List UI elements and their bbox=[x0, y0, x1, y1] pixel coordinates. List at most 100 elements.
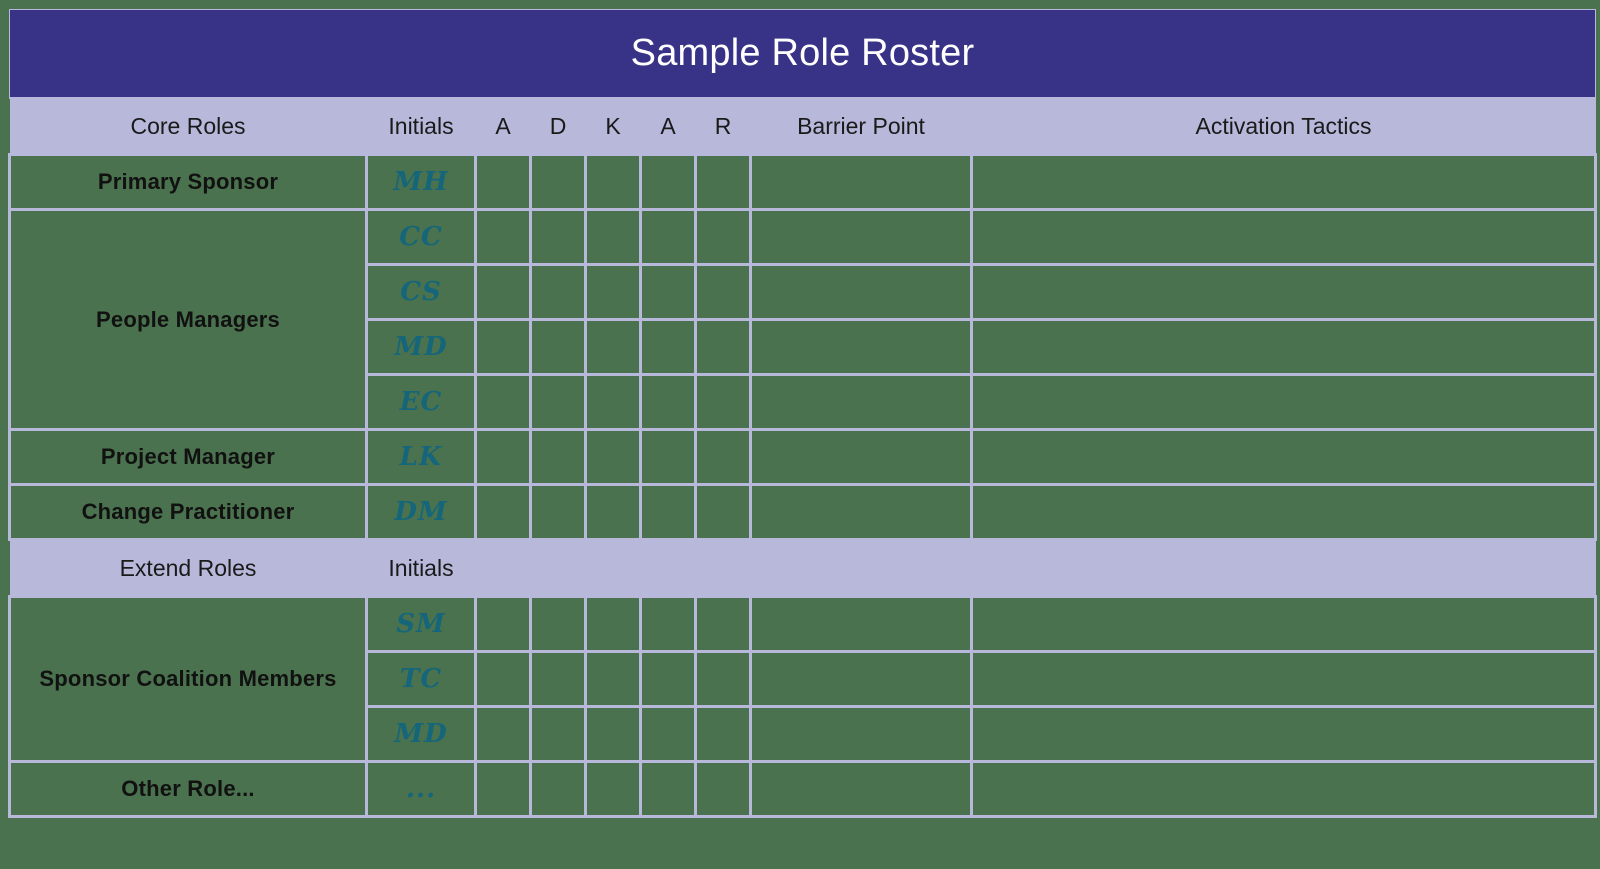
role-label-change-practitioner: Change Practitioner bbox=[8, 483, 368, 541]
activation-tactics-cell[interactable] bbox=[970, 373, 1597, 431]
adkar-a2-cell[interactable] bbox=[639, 705, 697, 763]
adkar-d-cell[interactable] bbox=[529, 153, 587, 211]
adkar-r-cell[interactable] bbox=[694, 153, 752, 211]
adkar-d-cell[interactable] bbox=[529, 373, 587, 431]
activation-tactics-cell[interactable] bbox=[970, 428, 1597, 486]
adkar-k-cell[interactable] bbox=[584, 373, 642, 431]
barrier-point-cell[interactable] bbox=[749, 428, 973, 486]
adkar-d-cell[interactable] bbox=[529, 650, 587, 708]
activation-tactics-cell[interactable] bbox=[970, 760, 1597, 818]
adkar-a2-cell[interactable] bbox=[639, 373, 697, 431]
table-row: Primary Sponsor MH bbox=[8, 153, 1597, 211]
adkar-k-cell[interactable] bbox=[584, 153, 642, 211]
activation-tactics-cell[interactable] bbox=[970, 595, 1597, 653]
adkar-r-cell[interactable] bbox=[694, 373, 752, 431]
activation-tactics-cell[interactable] bbox=[970, 153, 1597, 211]
adkar-r-cell[interactable] bbox=[694, 318, 752, 376]
barrier-point-cell[interactable] bbox=[749, 153, 973, 211]
adkar-k-cell[interactable] bbox=[584, 650, 642, 708]
adkar-r-cell[interactable] bbox=[694, 208, 752, 266]
initials-cell[interactable]: TC bbox=[365, 650, 477, 708]
adkar-a2-cell[interactable] bbox=[639, 483, 697, 541]
adkar-a2-cell[interactable] bbox=[639, 595, 697, 653]
initials-cell[interactable]: MD bbox=[365, 318, 477, 376]
barrier-point-cell[interactable] bbox=[749, 650, 973, 708]
header-barrier-point: Barrier Point bbox=[750, 98, 972, 155]
header-activation-tactics: Activation Tactics bbox=[971, 98, 1596, 155]
adkar-a2-cell[interactable] bbox=[639, 263, 697, 321]
adkar-d-cell[interactable] bbox=[529, 483, 587, 541]
adkar-r-cell[interactable] bbox=[694, 650, 752, 708]
adkar-k-cell[interactable] bbox=[584, 483, 642, 541]
barrier-point-cell[interactable] bbox=[749, 318, 973, 376]
adkar-a-cell[interactable] bbox=[474, 760, 532, 818]
initials-cell[interactable]: CS bbox=[365, 263, 477, 321]
adkar-d-cell[interactable] bbox=[529, 263, 587, 321]
initials-cell[interactable]: MH bbox=[365, 153, 477, 211]
adkar-a2-cell[interactable] bbox=[639, 428, 697, 486]
adkar-a-cell[interactable] bbox=[474, 263, 532, 321]
adkar-k-cell[interactable] bbox=[584, 760, 642, 818]
adkar-d-cell[interactable] bbox=[529, 595, 587, 653]
adkar-a-cell[interactable] bbox=[474, 153, 532, 211]
adkar-a2-cell[interactable] bbox=[639, 760, 697, 818]
extend-initials-label: Initials bbox=[366, 539, 476, 597]
activation-tactics-cell[interactable] bbox=[970, 208, 1597, 266]
adkar-a2-cell[interactable] bbox=[639, 318, 697, 376]
adkar-k-cell[interactable] bbox=[584, 595, 642, 653]
adkar-r-cell[interactable] bbox=[694, 263, 752, 321]
initials-cell[interactable]: EC bbox=[365, 373, 477, 431]
adkar-a-cell[interactable] bbox=[474, 705, 532, 763]
adkar-r-cell[interactable] bbox=[694, 428, 752, 486]
initials-cell[interactable]: SM bbox=[365, 595, 477, 653]
barrier-point-cell[interactable] bbox=[749, 595, 973, 653]
adkar-d-cell[interactable] bbox=[529, 705, 587, 763]
table-row: MD bbox=[10, 318, 1597, 376]
adkar-a2-cell[interactable] bbox=[639, 208, 697, 266]
initials-cell[interactable]: ... bbox=[365, 760, 477, 818]
adkar-a2-cell[interactable] bbox=[639, 650, 697, 708]
adkar-r-cell[interactable] bbox=[694, 483, 752, 541]
initials-cell[interactable]: CC bbox=[365, 208, 477, 266]
adkar-k-cell[interactable] bbox=[584, 318, 642, 376]
adkar-k-cell[interactable] bbox=[584, 208, 642, 266]
adkar-r-cell[interactable] bbox=[694, 760, 752, 818]
initials-cell[interactable]: MD bbox=[365, 705, 477, 763]
adkar-a-cell[interactable] bbox=[474, 650, 532, 708]
activation-tactics-cell[interactable] bbox=[970, 705, 1597, 763]
barrier-point-cell[interactable] bbox=[749, 705, 973, 763]
activation-tactics-cell[interactable] bbox=[970, 263, 1597, 321]
adkar-d-cell[interactable] bbox=[529, 318, 587, 376]
initials-cell[interactable]: LK bbox=[365, 428, 477, 486]
table-row: MD bbox=[10, 705, 1597, 763]
adkar-a2-cell[interactable] bbox=[639, 153, 697, 211]
activation-tactics-cell[interactable] bbox=[970, 483, 1597, 541]
barrier-point-cell[interactable] bbox=[749, 263, 973, 321]
adkar-d-cell[interactable] bbox=[529, 208, 587, 266]
adkar-k-cell[interactable] bbox=[584, 263, 642, 321]
adkar-a-cell[interactable] bbox=[474, 373, 532, 431]
adkar-k-cell[interactable] bbox=[584, 705, 642, 763]
header-adkar-a2: A bbox=[640, 98, 696, 155]
adkar-k-cell[interactable] bbox=[584, 428, 642, 486]
page-title: Sample Role Roster bbox=[9, 9, 1596, 99]
adkar-a-cell[interactable] bbox=[474, 208, 532, 266]
adkar-a-cell[interactable] bbox=[474, 428, 532, 486]
barrier-point-cell[interactable] bbox=[749, 373, 973, 431]
adkar-d-cell[interactable] bbox=[529, 428, 587, 486]
adkar-r-cell[interactable] bbox=[694, 705, 752, 763]
initials-cell[interactable]: DM bbox=[365, 483, 477, 541]
adkar-r-cell[interactable] bbox=[694, 595, 752, 653]
adkar-a-cell[interactable] bbox=[474, 318, 532, 376]
extend-band-filler bbox=[475, 539, 1596, 597]
header-core-roles: Core Roles bbox=[9, 98, 367, 155]
activation-tactics-cell[interactable] bbox=[970, 318, 1597, 376]
activation-tactics-cell[interactable] bbox=[970, 650, 1597, 708]
barrier-point-cell[interactable] bbox=[749, 760, 973, 818]
barrier-point-cell[interactable] bbox=[749, 208, 973, 266]
role-label-project-manager: Project Manager bbox=[8, 428, 368, 486]
barrier-point-cell[interactable] bbox=[749, 483, 973, 541]
adkar-a-cell[interactable] bbox=[474, 595, 532, 653]
adkar-a-cell[interactable] bbox=[474, 483, 532, 541]
adkar-d-cell[interactable] bbox=[529, 760, 587, 818]
